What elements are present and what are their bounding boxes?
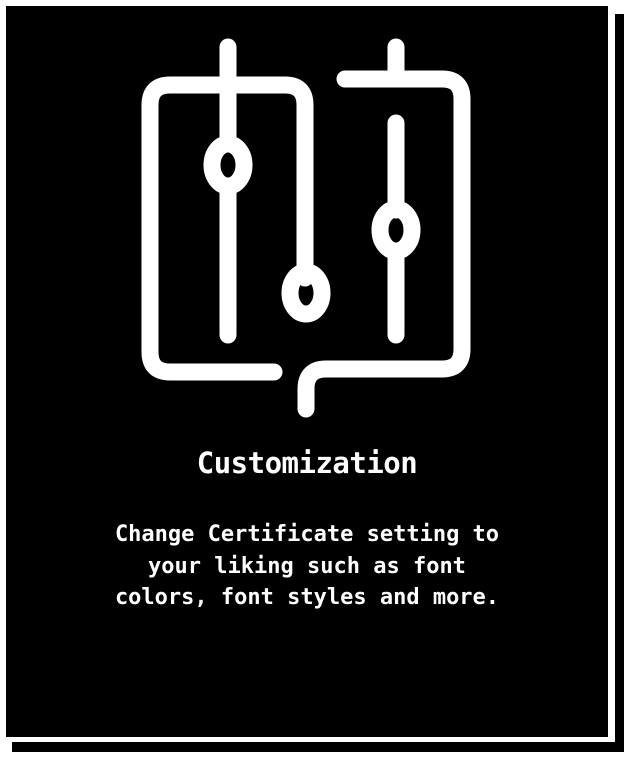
feature-description: Change Certificate setting to your likin… xyxy=(114,522,500,610)
sliders-adjust-icon xyxy=(141,38,471,418)
feature-card: Customization Change Certificate setting… xyxy=(6,6,608,737)
feature-title: Customization xyxy=(196,446,418,480)
